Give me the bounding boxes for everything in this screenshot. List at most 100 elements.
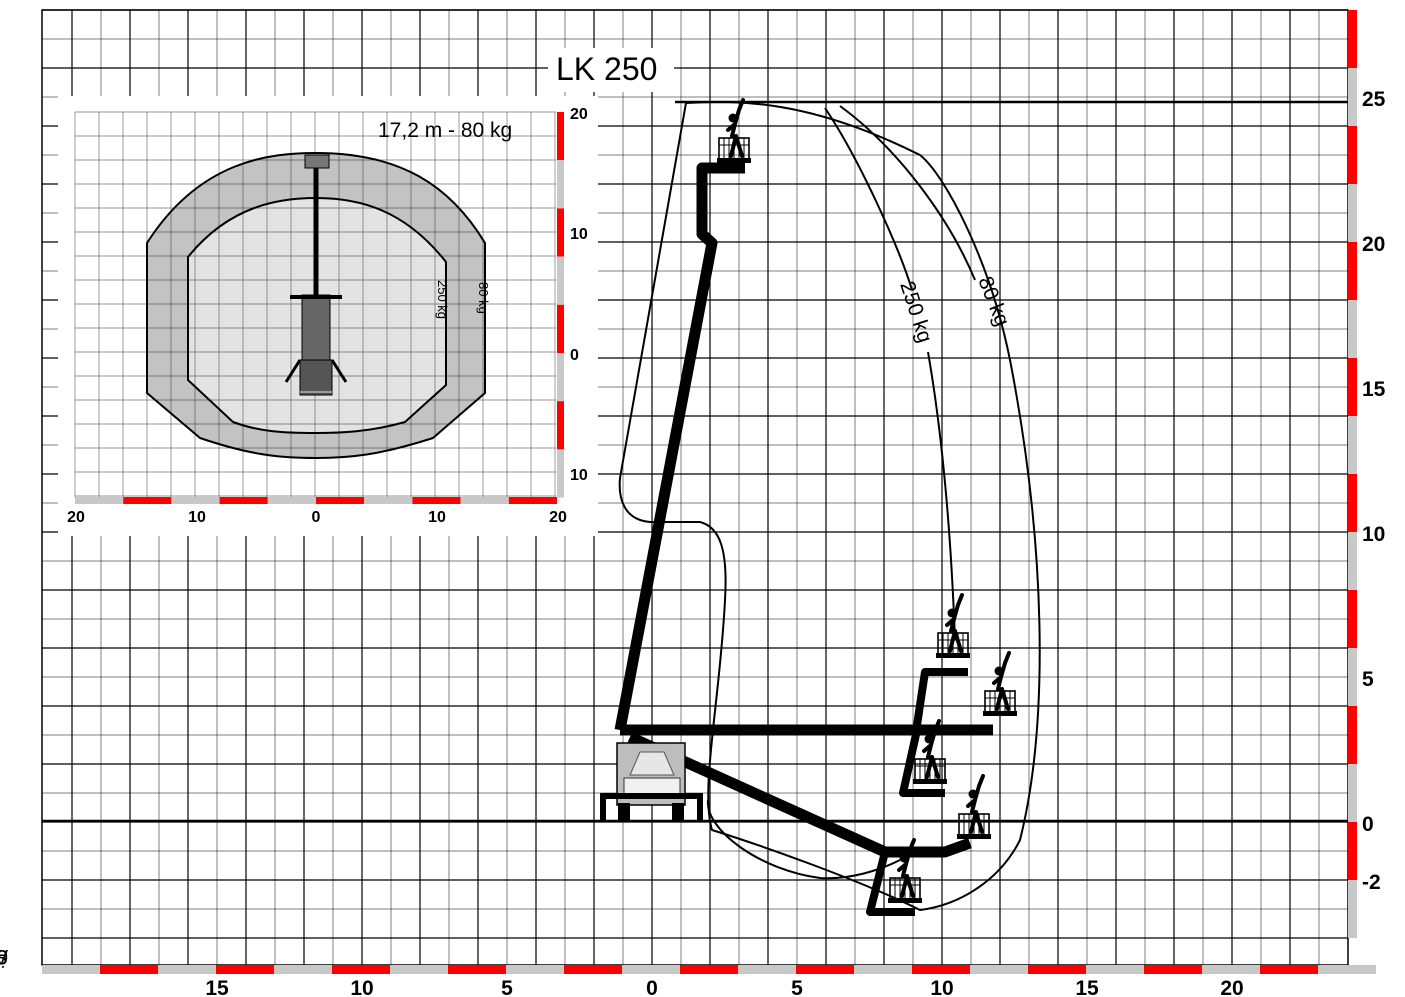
inset-bottom-scale-segment bbox=[316, 497, 365, 504]
x-tick-label: 5 bbox=[501, 977, 513, 997]
y-tick-label: 15 bbox=[1362, 378, 1386, 401]
inset-scales bbox=[75, 112, 564, 504]
right-scale-segment bbox=[1348, 300, 1357, 358]
inset-bottom-scale-segment bbox=[267, 497, 316, 504]
bottom-scale-segment bbox=[564, 965, 622, 974]
x-tick-label: 5 bbox=[791, 977, 803, 997]
diagram-title: LK 250 bbox=[556, 51, 657, 87]
bottom-scale-segment bbox=[158, 965, 216, 974]
right-scale-segment bbox=[1348, 706, 1357, 764]
change-note: Änderungen vorbehalten! bbox=[0, 944, 8, 968]
boom-arms bbox=[614, 162, 993, 916]
inner-return-curve bbox=[706, 799, 901, 880]
curve-label-80kg: 80 kg bbox=[973, 273, 1014, 329]
inset-bottom-scale-segment bbox=[364, 497, 413, 504]
title-backdrop bbox=[548, 48, 674, 92]
right-scale-segment bbox=[1348, 532, 1357, 590]
bottom-scale-segment bbox=[1028, 965, 1086, 974]
y-tick-label: 5 bbox=[1362, 668, 1374, 691]
bottom-scale-segment bbox=[332, 965, 390, 974]
right-scale-segment bbox=[1348, 10, 1357, 68]
inset-bottom-scale-segment bbox=[75, 497, 124, 504]
right-scale-segment bbox=[1348, 358, 1357, 416]
bottom-scale-segment bbox=[1260, 965, 1318, 974]
inset-right-scale-segment bbox=[557, 401, 564, 450]
right-scale-segment bbox=[1348, 126, 1357, 184]
inset-y-tick-label: 0 bbox=[570, 347, 579, 364]
curve-label-250kg: 250 kg bbox=[895, 278, 936, 345]
inset-bottom-scale-segment bbox=[412, 497, 461, 504]
inset-zone-label-80kg: 80 kg bbox=[476, 282, 491, 314]
inset-right-scale-segment bbox=[557, 160, 564, 209]
right-scale-segment bbox=[1348, 880, 1357, 938]
bottom-scale-segment bbox=[390, 965, 448, 974]
bottom-scale-segment bbox=[680, 965, 738, 974]
y-tick-label: 10 bbox=[1362, 523, 1385, 546]
inset-right-scale-segment bbox=[557, 112, 564, 161]
y-tick-label: 0 bbox=[1362, 813, 1374, 836]
right-scale-segment bbox=[1348, 242, 1357, 300]
vehicle bbox=[600, 742, 703, 821]
curve-250kg bbox=[824, 107, 956, 641]
bottom-scale-segment bbox=[100, 965, 158, 974]
x-tick-label: 10 bbox=[350, 977, 373, 997]
inset-right-scale-segment bbox=[557, 304, 564, 353]
y-tick-label: 20 bbox=[1362, 233, 1385, 256]
right-scale-segment bbox=[1348, 648, 1357, 706]
bottom-scale-segment bbox=[1202, 965, 1260, 974]
inset-zone-label-250kg: 250 kg bbox=[435, 280, 450, 319]
x-tick-label: 10 bbox=[930, 977, 953, 997]
bottom-scale-segment bbox=[970, 965, 1028, 974]
inset-right-scale-segment bbox=[557, 353, 564, 402]
platform-workers bbox=[715, 98, 1019, 905]
inset-x-tick-label: 0 bbox=[312, 509, 321, 526]
right-scale-segment bbox=[1348, 184, 1357, 242]
inset-right-scale-segment bbox=[557, 208, 564, 257]
inset-tick-labels: 20 10 0 10 20 20 10 0 10 bbox=[67, 106, 588, 526]
bottom-scale-segment bbox=[506, 965, 564, 974]
x-tick-label: 15 bbox=[1075, 977, 1099, 997]
scale-bars bbox=[42, 10, 1376, 974]
bottom-scale-segment bbox=[216, 965, 274, 974]
right-scale-segment bbox=[1348, 416, 1357, 474]
inset-bottom-scale-segment bbox=[123, 497, 172, 504]
x-tick-label: 20 bbox=[1220, 977, 1243, 997]
x-tick-label: 0 bbox=[646, 977, 658, 997]
bottom-scale-segment bbox=[796, 965, 854, 974]
bottom-scale-segment bbox=[1144, 965, 1202, 974]
right-scale-segment bbox=[1348, 474, 1357, 532]
inset-right-scale-segment bbox=[557, 449, 564, 498]
bottom-scale-segment bbox=[274, 965, 332, 974]
inset-bottom-scale-segment bbox=[219, 497, 268, 504]
inset-x-tick-label: 20 bbox=[67, 509, 85, 526]
bottom-scale-segment bbox=[622, 965, 680, 974]
bottom-scale-segment bbox=[1086, 965, 1144, 974]
right-scale-segment bbox=[1348, 822, 1357, 880]
y-tick-label: 25 bbox=[1362, 88, 1386, 111]
inset-right-scale-segment bbox=[557, 256, 564, 305]
bottom-scale-segment bbox=[738, 965, 796, 974]
right-scale-segment bbox=[1348, 68, 1357, 126]
right-scale-segment bbox=[1348, 590, 1357, 648]
right-scale-segment bbox=[1348, 764, 1357, 822]
inset-y-tick-label: 10 bbox=[570, 226, 588, 243]
inset-x-tick-label: 10 bbox=[188, 509, 206, 526]
inset-x-tick-label: 20 bbox=[549, 509, 567, 526]
bottom-scale-segment bbox=[1318, 965, 1376, 974]
outer-envelope-curve bbox=[618, 100, 1041, 912]
bottom-scale-segment bbox=[448, 965, 506, 974]
worker-80kg-neg1m bbox=[955, 774, 993, 841]
bottom-scale-segment bbox=[42, 965, 100, 974]
inset-bottom-scale-segment bbox=[171, 497, 220, 504]
curve-80kg bbox=[839, 105, 976, 281]
bottom-scale-segment bbox=[912, 965, 970, 974]
inset-top-view bbox=[58, 96, 598, 536]
inset-y-tick-label: 10 bbox=[570, 467, 588, 484]
inset-y-tick-label: 20 bbox=[570, 106, 588, 123]
worker-top bbox=[715, 98, 753, 165]
inset-bottom-scale-segment bbox=[508, 497, 557, 504]
inset-x-tick-label: 10 bbox=[428, 509, 446, 526]
bottom-scale-segment bbox=[854, 965, 912, 974]
